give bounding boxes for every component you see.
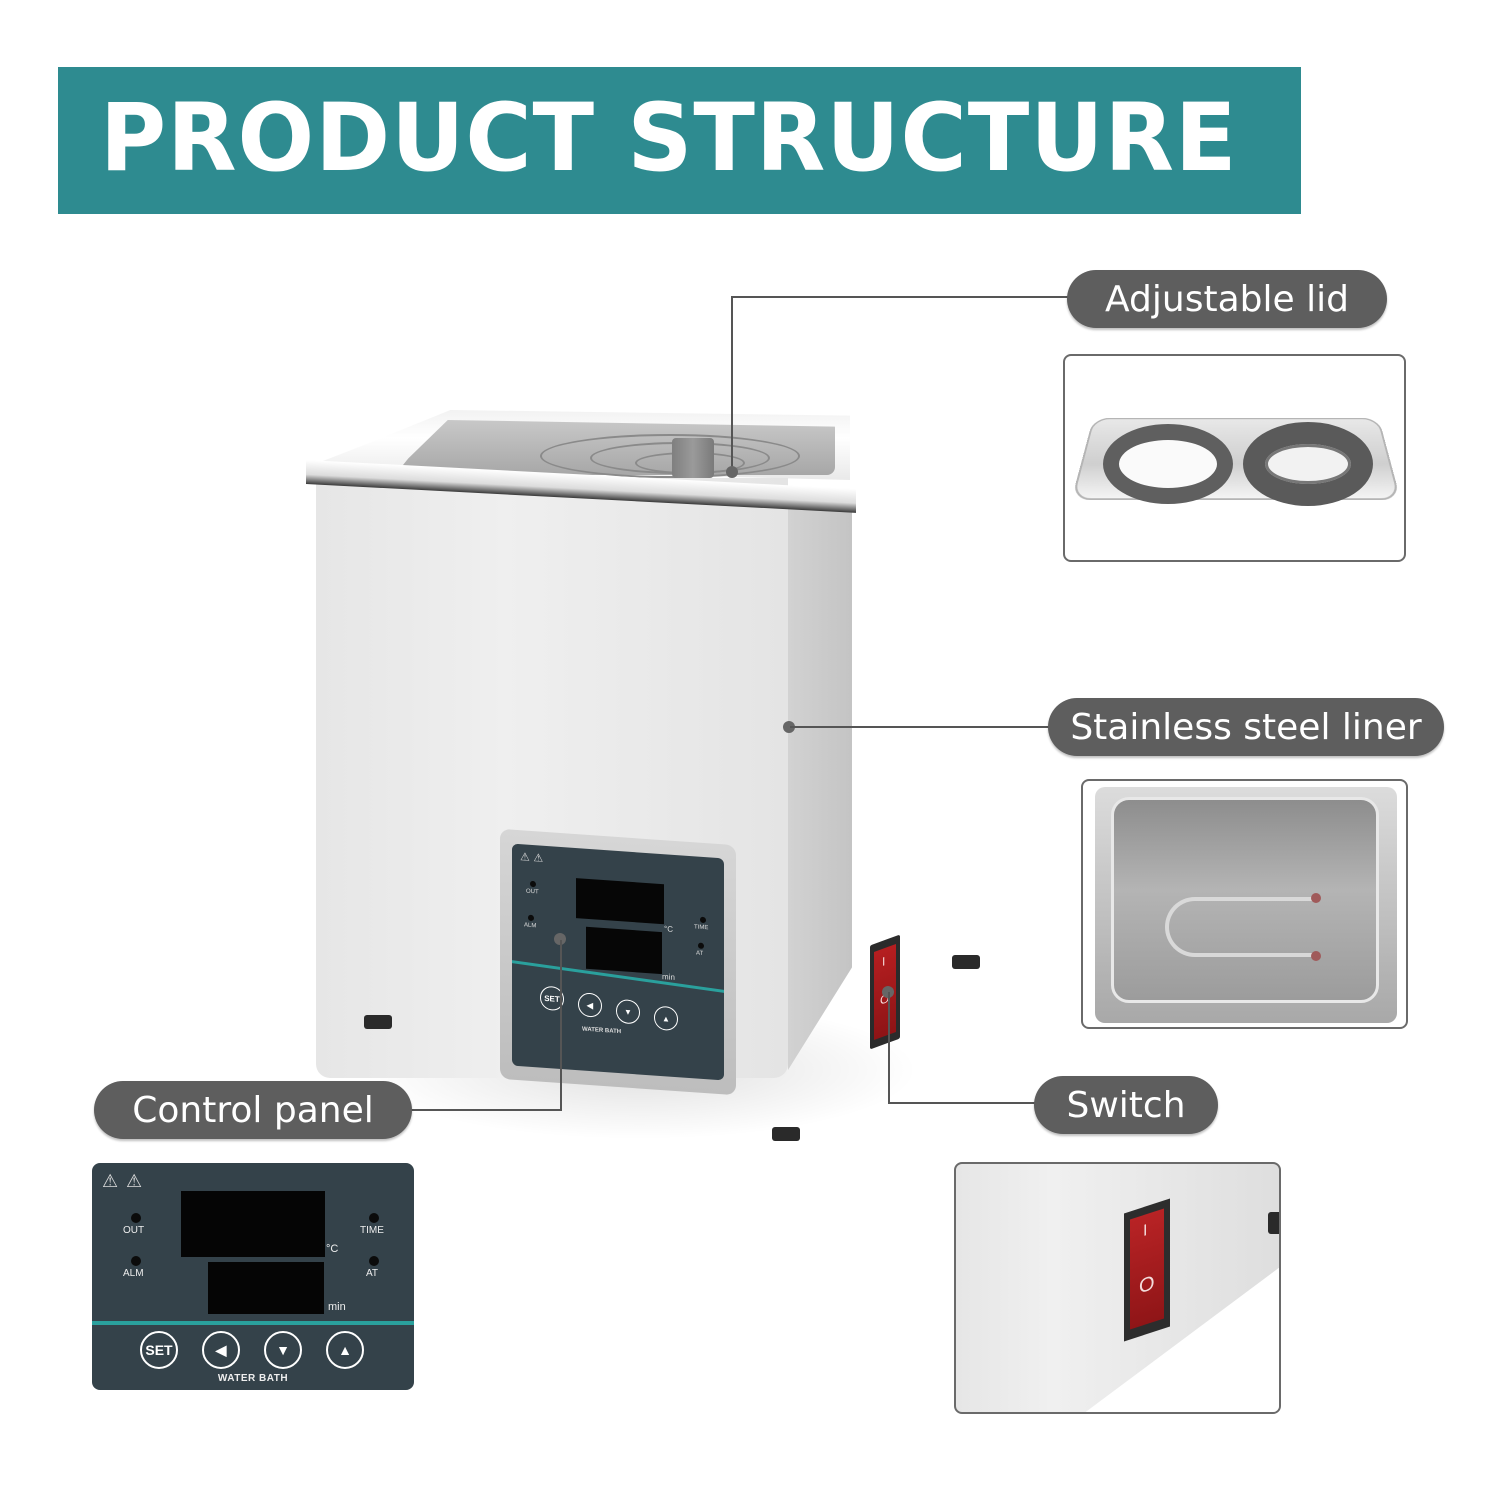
panel-accent-stripe	[92, 1321, 414, 1325]
warning-icons: ⚠ ⚠	[520, 850, 543, 865]
heating-element	[1165, 897, 1315, 957]
lid-detail-frame	[1063, 354, 1406, 562]
switch-detail-bg	[1080, 1264, 1279, 1412]
caution-warning-icon: ⚠	[533, 851, 544, 865]
alm-led	[528, 914, 534, 922]
switch-detail-off-mark: O	[1139, 1271, 1155, 1299]
lid-anchor-dot	[726, 466, 738, 478]
out-led	[530, 880, 536, 888]
liner-anchor-dot	[783, 721, 795, 733]
down-arrow-button[interactable]: ▼	[616, 998, 640, 1025]
page-title: PRODUCT STRUCTURE	[100, 84, 1238, 193]
at-led	[369, 1256, 379, 1266]
alm-label: ALM	[123, 1268, 144, 1279]
lid-leader-line	[731, 296, 733, 472]
at-label: AT	[366, 1268, 379, 1279]
down-arrow-button[interactable]: ▼	[264, 1331, 302, 1369]
time-label: TIME	[360, 1225, 384, 1236]
time-label: TIME	[694, 924, 709, 932]
callout-switch: Switch	[1034, 1076, 1218, 1134]
lid-ring-outer	[540, 434, 800, 478]
switch-detail-on-mark: I	[1143, 1221, 1148, 1241]
switch-detail-rocker[interactable]: I O	[1130, 1208, 1164, 1330]
alm-label: ALM	[524, 922, 537, 930]
control-leader-line	[410, 1109, 562, 1111]
device-control-panel: ⚠ ⚠ OUT ALM °C min TIME AT SET ◀ ▼ ▲ WAT…	[500, 828, 736, 1096]
switch-leader-line	[888, 1102, 1038, 1104]
at-label: AT	[696, 950, 704, 957]
temperature-display	[576, 878, 664, 925]
hot-surface-warning-icon: ⚠	[102, 1171, 119, 1192]
left-arrow-button[interactable]: ◀	[202, 1331, 240, 1369]
out-label: OUT	[123, 1225, 145, 1236]
set-button[interactable]: SET	[140, 1331, 178, 1369]
lid-opening-large	[1103, 424, 1233, 504]
lid-opening-rings	[1243, 422, 1373, 506]
min-unit: min	[328, 1301, 346, 1313]
at-led	[698, 942, 704, 950]
celsius-unit: °C	[326, 1243, 339, 1255]
switch-detail-foot	[1268, 1212, 1279, 1234]
water-bath-caption: WATER BATH	[217, 1373, 289, 1384]
control-panel-detail: ⚠ ⚠ OUT ALM °C min TIME AT SET ◀ ▼ ▲ WAT…	[92, 1163, 414, 1390]
title-banner: PRODUCT STRUCTURE	[58, 67, 1301, 214]
up-arrow-button[interactable]: ▲	[326, 1331, 364, 1369]
out-led	[131, 1213, 141, 1223]
device-panel-face: ⚠ ⚠ OUT ALM °C min TIME AT SET ◀ ▼ ▲ WAT…	[512, 843, 724, 1081]
time-led	[700, 916, 706, 924]
alm-led	[131, 1256, 141, 1266]
hot-surface-warning-icon: ⚠	[520, 850, 530, 864]
control-anchor-dot	[554, 933, 566, 945]
time-led	[369, 1213, 379, 1223]
callout-stainless-steel-liner: Stainless steel liner	[1048, 698, 1444, 756]
caution-warning-icon: ⚠	[126, 1171, 143, 1192]
liner-detail-frame	[1081, 779, 1408, 1029]
callout-adjustable-lid: Adjustable lid	[1067, 270, 1387, 328]
switch-detail-housing: I O	[1124, 1198, 1170, 1342]
switch-leader-line	[888, 992, 890, 1103]
out-label: OUT	[526, 888, 539, 896]
time-display	[208, 1262, 324, 1314]
temperature-display	[181, 1191, 325, 1257]
callout-control-panel: Control panel	[94, 1081, 412, 1139]
device-foot	[364, 1015, 392, 1029]
switch-detail-frame: I O	[954, 1162, 1281, 1414]
lid-leader-line	[731, 296, 1071, 298]
on-mark: I	[882, 953, 886, 970]
lid-knob	[672, 438, 714, 478]
celsius-unit: °C	[664, 924, 673, 934]
time-display	[586, 926, 662, 975]
water-bath-device: ⚠ ⚠ OUT ALM °C min TIME AT SET ◀ ▼ ▲ WAT…	[300, 400, 980, 1141]
element-terminal	[1311, 893, 1321, 903]
left-arrow-button[interactable]: ◀	[578, 992, 602, 1018]
device-foot	[952, 955, 980, 969]
water-bath-caption: WATER BATH	[582, 1026, 622, 1036]
device-body-side	[788, 500, 852, 1070]
up-arrow-button[interactable]: ▲	[654, 1005, 678, 1032]
element-terminal	[1311, 951, 1321, 961]
device-foot	[772, 1127, 800, 1141]
control-leader-line	[560, 940, 562, 1110]
liner-leader-line	[790, 726, 1052, 728]
